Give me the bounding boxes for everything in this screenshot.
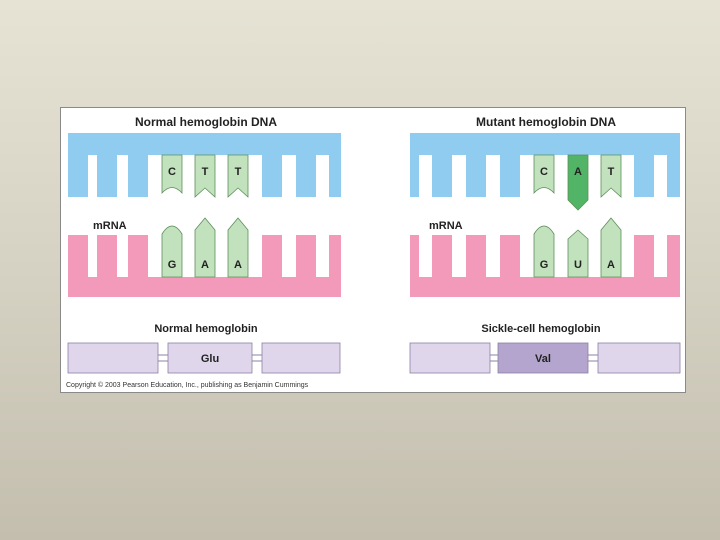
right-dna-tooth xyxy=(432,155,452,197)
left-dna-base-1: C xyxy=(168,166,176,178)
left-dna-tooth xyxy=(97,155,117,197)
right-dna-base-1: C xyxy=(540,166,548,178)
right-dna-tooth xyxy=(667,155,680,197)
left-panel-title: Normal hemoglobin DNA xyxy=(135,115,277,129)
left-dna-base-2: T xyxy=(202,166,209,178)
right-dna-tooth xyxy=(634,155,654,197)
left-mrna-tooth xyxy=(68,235,88,277)
right-dna-tooth xyxy=(410,155,419,197)
right-mrna-nucleotide xyxy=(600,217,622,278)
right-mrna-nucleotide xyxy=(567,229,589,278)
right-mrna-label: mRNA xyxy=(429,220,463,232)
left-mrna-nucleotide xyxy=(227,217,249,278)
left-amino-acid-label: Glu xyxy=(201,353,219,365)
right-mrna-tooth xyxy=(667,235,680,277)
left-mrna-nucleotide xyxy=(194,217,216,278)
right-panel: Mutant hemoglobin DNA mRNA Sickle-cell h… xyxy=(429,115,616,335)
right-mrna-nucleotide xyxy=(533,225,555,278)
left-mrna-tooth xyxy=(329,235,341,277)
right-protein-title: Sickle-cell hemoglobin xyxy=(481,323,600,335)
left-dna-tooth xyxy=(262,155,282,197)
right-mrna-base-3: A xyxy=(607,259,615,271)
left-dna-nucleotide xyxy=(227,154,249,198)
left-dna-nucleotide xyxy=(194,154,216,198)
left-mrna-tooth xyxy=(296,235,316,277)
right-dna-base-2: A xyxy=(574,166,582,178)
right-mrna-base-1: G xyxy=(540,259,549,271)
left-mrna-nucleotide xyxy=(161,225,183,278)
left-mrna-tooth xyxy=(97,235,117,277)
left-dna-tooth xyxy=(296,155,316,197)
left-mrna-tooth xyxy=(262,235,282,277)
left-dna-base-3: T xyxy=(235,166,242,178)
left-mrna-base-2: A xyxy=(201,259,209,271)
right-dna-nucleotide xyxy=(567,154,589,211)
left-panel: Normal hemoglobin DNA mRNA Normal hemogl… xyxy=(93,115,277,335)
right-protein-segment xyxy=(597,342,681,374)
left-dna-backbone xyxy=(68,133,341,155)
right-panel-title: Mutant hemoglobin DNA xyxy=(476,115,616,129)
left-dna-tooth xyxy=(128,155,148,197)
right-mrna-tooth xyxy=(410,235,419,277)
left-mrna-tooth xyxy=(128,235,148,277)
right-mrna-base-2: U xyxy=(574,259,582,271)
left-mrna-base-1: G xyxy=(168,259,177,271)
right-amino-acid-box xyxy=(497,342,589,374)
right-mrna-tooth xyxy=(432,235,452,277)
left-mrna-base-3: A xyxy=(234,259,242,271)
right-mrna-backbone xyxy=(410,277,680,297)
copyright-notice: Copyright © 2003 Pearson Education, Inc.… xyxy=(66,381,309,389)
hemoglobin-mutation-figure: Normal hemoglobin DNA mRNA Normal hemogl… xyxy=(60,107,686,393)
right-dna-tooth xyxy=(500,155,520,197)
left-dna-tooth xyxy=(329,155,341,197)
right-mrna-tooth xyxy=(634,235,654,277)
right-dna-nucleotide xyxy=(600,154,622,198)
left-dna-nucleotide xyxy=(161,154,183,195)
right-dna-backbone xyxy=(410,133,680,155)
right-mrna-tooth xyxy=(500,235,520,277)
left-mrna-backbone xyxy=(68,277,341,297)
left-mrna-label: mRNA xyxy=(93,220,127,232)
right-amino-acid-label: Val xyxy=(535,353,551,365)
right-mrna-tooth xyxy=(466,235,486,277)
left-protein-title: Normal hemoglobin xyxy=(154,323,258,335)
left-amino-acid-box xyxy=(167,342,253,374)
right-dna-tooth xyxy=(466,155,486,197)
right-dna-base-3: T xyxy=(608,166,615,178)
left-dna-tooth xyxy=(68,155,88,197)
left-protein-segment xyxy=(67,342,159,374)
right-dna-nucleotide xyxy=(533,154,555,195)
right-protein-segment xyxy=(409,342,491,374)
left-protein-segment xyxy=(261,342,341,374)
